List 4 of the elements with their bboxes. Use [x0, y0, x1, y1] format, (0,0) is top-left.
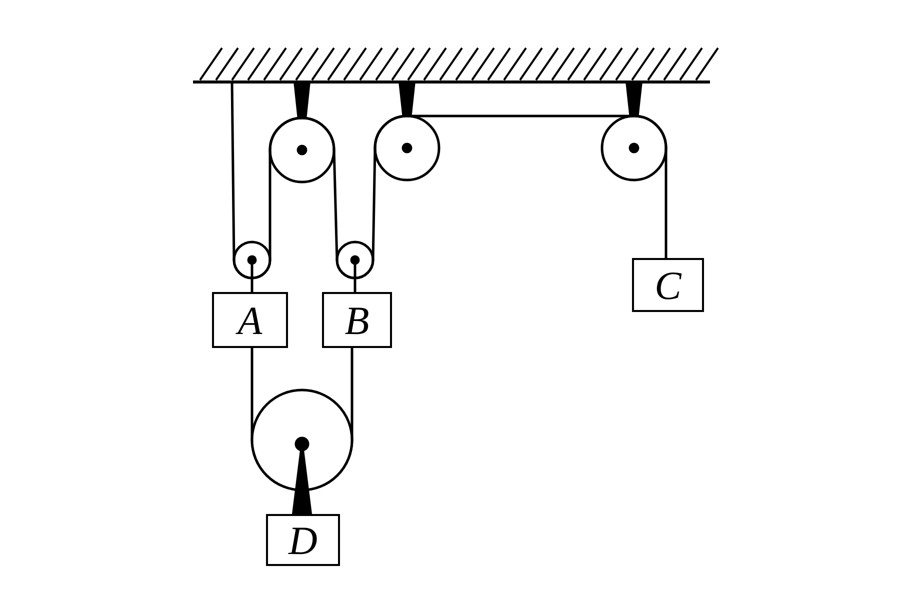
weight-block: A: [212, 292, 288, 348]
weight-block: D: [266, 514, 340, 566]
weight-block: C: [632, 258, 704, 312]
weight-block: B: [322, 292, 392, 348]
